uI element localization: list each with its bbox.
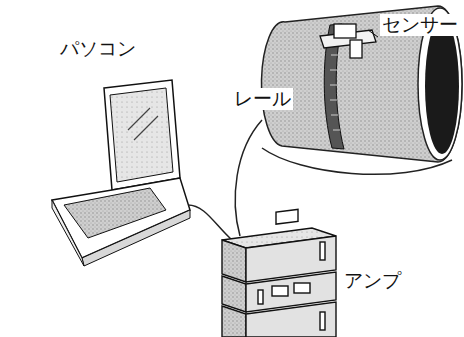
part-label: レール <box>232 88 293 110</box>
cable <box>235 120 262 236</box>
sensor <box>320 24 376 58</box>
cable <box>188 205 232 240</box>
part-label: パソコン <box>58 38 138 60</box>
part-label: センサー <box>380 14 460 36</box>
leader-line <box>368 30 378 37</box>
laptop <box>52 80 190 266</box>
rail-ticks <box>330 40 340 130</box>
pipe <box>261 6 462 162</box>
amplifier <box>222 209 336 337</box>
part-label: アンプ <box>342 270 403 292</box>
